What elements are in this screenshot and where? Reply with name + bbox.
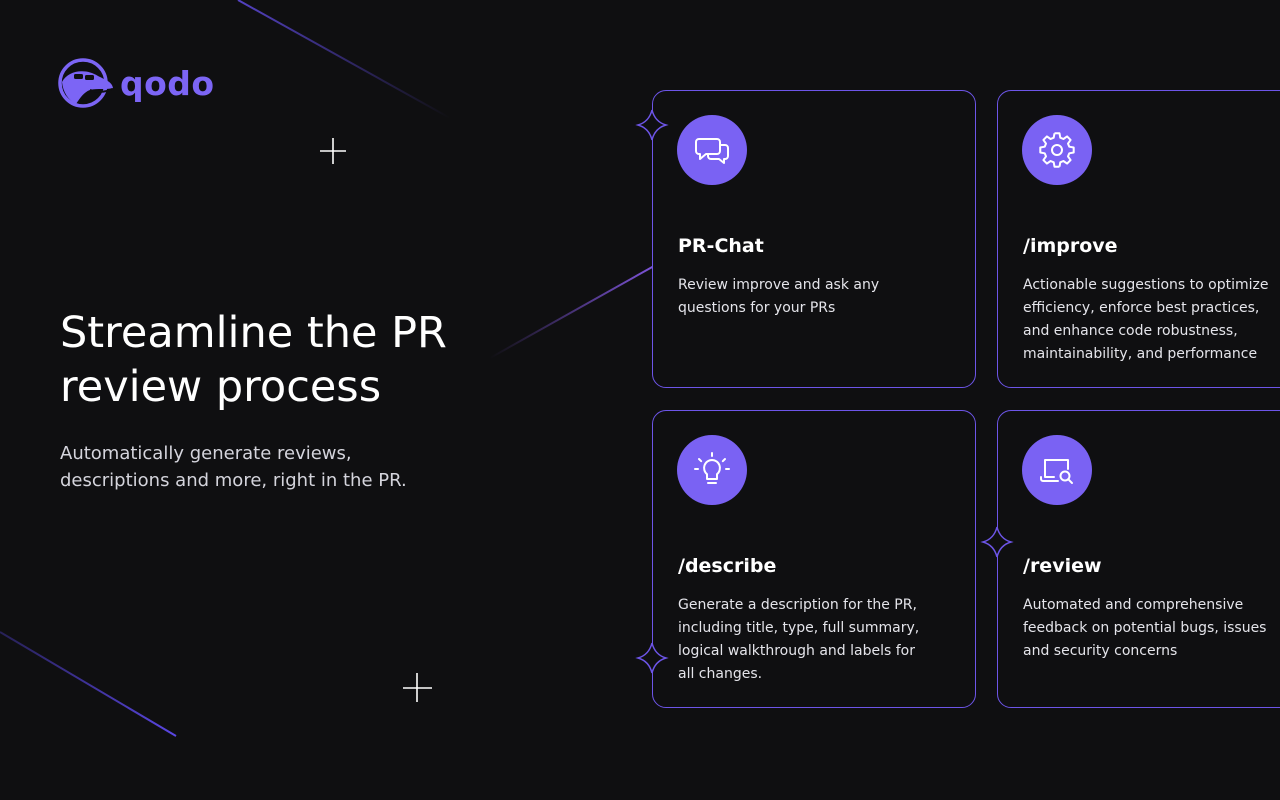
card-title: /describe (678, 555, 777, 577)
hero-subtitle-line-1: Automatically generate reviews, (60, 443, 352, 464)
card-description: Review improve and ask any questions for… (678, 274, 950, 320)
hero-title: Streamline the PR review process (60, 306, 580, 414)
lightbulb-icon (677, 435, 747, 505)
decor-line-bottom (0, 631, 177, 737)
card-description: Generate a description for the PR, inclu… (678, 594, 950, 686)
brand-name: qodo (120, 63, 215, 103)
laptop-search-icon (1022, 435, 1092, 505)
card-description-line: and security concerns (1023, 643, 1178, 659)
card-description-line: Actionable suggestions to optimize (1023, 277, 1269, 293)
card-description: Actionable suggestions to optimize effic… (1023, 274, 1280, 366)
chat-bubbles-icon (677, 115, 747, 185)
decor-line-top (237, 0, 451, 119)
card-description-line: Generate a description for the PR, (678, 597, 917, 613)
anteater-mascot-icon (58, 58, 113, 108)
card-description-line: questions for your PRs (678, 300, 836, 316)
card-description: Automated and comprehensive feedback on … (1023, 594, 1280, 663)
card-description-line: including title, type, full summary, (678, 620, 920, 636)
brand-logo[interactable]: qodo (58, 58, 215, 108)
plus-mark-top (320, 138, 346, 164)
gear-icon (1022, 115, 1092, 185)
card-description-line: Automated and comprehensive (1023, 597, 1244, 613)
feature-card-improve: /improve Actionable suggestions to optim… (997, 90, 1280, 388)
hero-subtitle: Automatically generate reviews, descript… (60, 440, 480, 494)
card-description-line: logical walkthrough and labels for (678, 643, 915, 659)
feature-card-review: /review Automated and comprehensive feed… (997, 410, 1280, 708)
hero-subtitle-line-2: descriptions and more, right in the PR. (60, 470, 407, 491)
card-title: /improve (1023, 235, 1118, 257)
card-description-line: efficiency, enforce best practices, (1023, 300, 1260, 316)
hero-title-line-2: review process (60, 362, 382, 412)
card-title: /review (1023, 555, 1102, 577)
card-description-line: maintainability, and performance (1023, 346, 1258, 362)
card-title: PR-Chat (678, 235, 764, 257)
card-description-line: all changes. (678, 666, 763, 682)
hero-title-line-1: Streamline the PR (60, 308, 447, 358)
card-description-line: and enhance code robustness, (1023, 323, 1238, 339)
feature-card-describe: /describe Generate a description for the… (652, 410, 976, 708)
card-description-line: feedback on potential bugs, issues (1023, 620, 1267, 636)
plus-mark-bottom (403, 673, 432, 702)
card-description-line: Review improve and ask any (678, 277, 880, 293)
decor-line-middle (489, 265, 655, 359)
feature-card-pr-chat: PR-Chat Review improve and ask any quest… (652, 90, 976, 388)
